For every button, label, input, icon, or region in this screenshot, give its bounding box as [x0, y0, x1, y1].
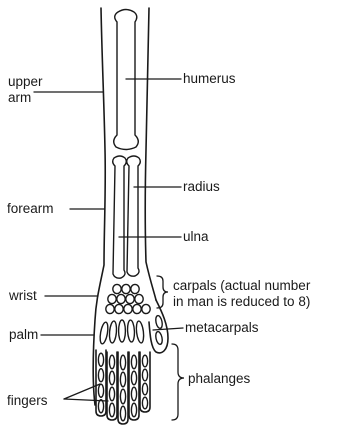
- leader-metacarpals: [153, 328, 183, 330]
- phalanx-bone: [142, 369, 147, 381]
- phalanx-bone: [120, 406, 125, 421]
- phalanx-bone: [142, 397, 147, 409]
- label-metacarpals: metacarpals: [185, 320, 259, 335]
- label-phalanges: phalanges: [188, 371, 251, 386]
- metacarpal-bone: [127, 320, 135, 342]
- phalanx-bone: [109, 403, 114, 417]
- radius-bone: [127, 156, 141, 276]
- phalanx-bone: [131, 403, 136, 417]
- label-carpals-line1: carpals (actual number: [173, 278, 311, 293]
- carpal-bone: [106, 304, 114, 313]
- thumb-phalanx-bone: [155, 315, 164, 329]
- metacarpal-bone: [109, 321, 118, 344]
- phalanx-bone: [142, 383, 147, 395]
- metacarpal-bone: [135, 321, 144, 344]
- label-ulna: ulna: [183, 229, 209, 244]
- carpal-bone: [113, 284, 121, 293]
- phalanx-bone: [131, 355, 136, 369]
- label-upper-arm-line2: arm: [8, 90, 31, 105]
- phalanx-bone: [131, 387, 136, 401]
- label-wrist: wrist: [8, 288, 37, 303]
- phalanx-bone: [98, 369, 103, 382]
- carpal-bone: [131, 284, 139, 293]
- label-humerus: humerus: [183, 71, 236, 86]
- thumb-phalanx-bone: [155, 331, 164, 345]
- phalanx-bone: [142, 355, 147, 367]
- carpal-bone: [124, 304, 132, 313]
- phalanx-bone: [120, 372, 125, 387]
- phalanx-bone: [120, 389, 125, 404]
- brace-carpals: [157, 276, 168, 308]
- label-forearm: forearm: [7, 201, 54, 216]
- ulna-bone: [113, 156, 127, 278]
- carpal-bones: [106, 284, 150, 313]
- carpal-bone: [117, 294, 125, 303]
- brace-phalanges: [172, 344, 184, 420]
- phalanx-bone: [109, 371, 114, 385]
- phalanx-bone: [98, 353, 103, 366]
- phalanx-bone: [109, 387, 114, 401]
- carpal-bone: [135, 294, 143, 303]
- label-radius: radius: [183, 179, 220, 194]
- label-palm: palm: [9, 327, 38, 342]
- carpal-bone: [126, 294, 134, 303]
- phalanx-bone: [98, 384, 103, 397]
- right-labels: humerus radius ulna carpals (actual numb…: [119, 71, 311, 420]
- metacarpal-bone: [99, 322, 110, 345]
- label-fingers: fingers: [7, 393, 48, 408]
- carpal-bone: [142, 304, 150, 313]
- label-upper-arm-line1: upper: [8, 74, 43, 89]
- phalanx-bone: [109, 355, 114, 369]
- carpal-bone: [122, 284, 130, 293]
- phalanx-bone: [131, 371, 136, 385]
- metacarpal-bones: [99, 320, 145, 345]
- carpal-bone: [115, 304, 123, 313]
- phalanx-bone: [120, 355, 125, 370]
- carpal-bone: [133, 304, 141, 313]
- carpal-bone: [108, 294, 116, 303]
- phalanx-bone: [98, 400, 103, 413]
- label-carpals-line2: in man is reduced to 8): [173, 294, 310, 309]
- metacarpal-bone: [119, 320, 126, 342]
